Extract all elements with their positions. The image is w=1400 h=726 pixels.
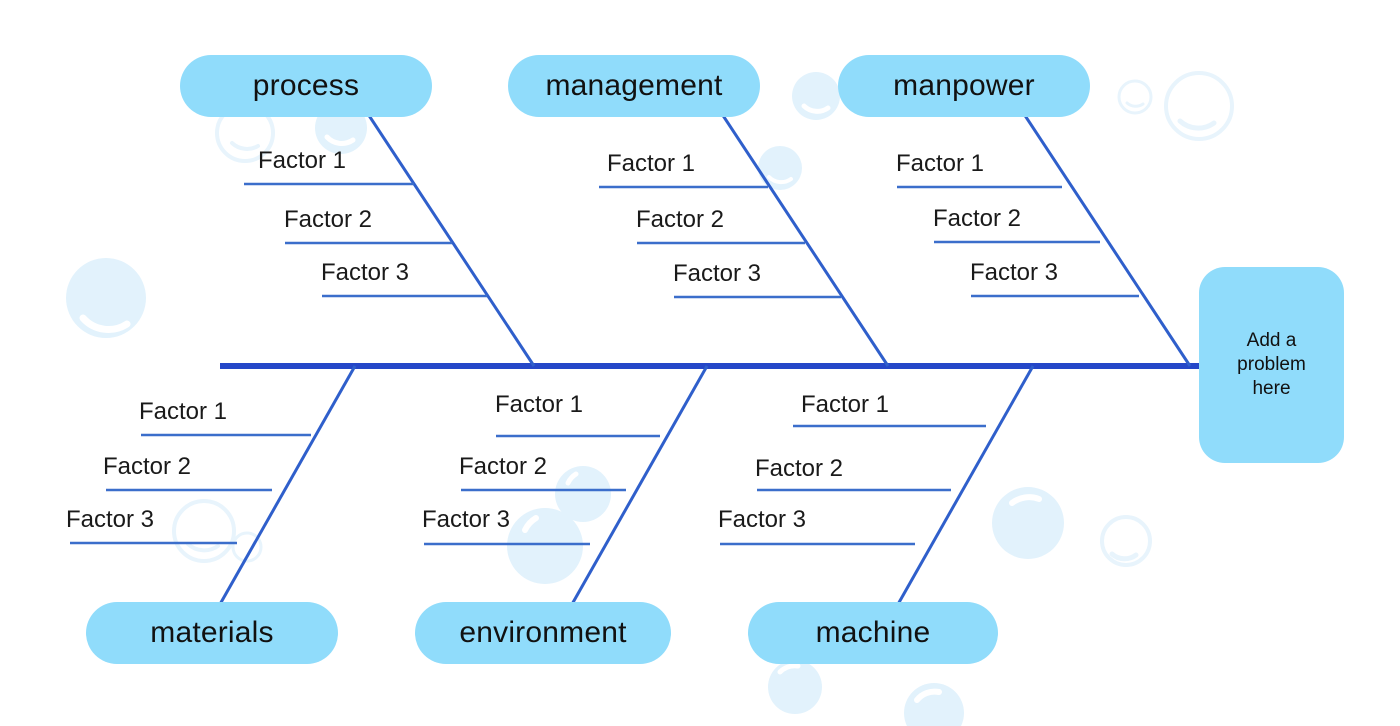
bone-line-management: [720, 113, 890, 367]
factor-label-process-1[interactable]: Factor 1: [258, 147, 347, 174]
bubble-icon: [904, 683, 964, 726]
bone-line-environment: [569, 365, 709, 607]
category-label: environment: [459, 616, 627, 649]
factor-label-environment-3[interactable]: Factor 3: [422, 506, 511, 533]
category-label: materials: [150, 616, 274, 649]
problem-text: Add a problem here: [1237, 329, 1306, 400]
problem-text-line-2: problem: [1237, 354, 1306, 376]
factor-label-machine-3[interactable]: Factor 3: [718, 506, 807, 533]
bubble-highlight-icon: [767, 175, 793, 185]
bone-line-manpower: [1022, 113, 1192, 367]
category-label: management: [545, 69, 723, 102]
bubble-highlight-icon: [230, 141, 260, 151]
factor-label-manpower-3[interactable]: Factor 3: [970, 259, 1059, 286]
bubble-icon: [507, 508, 583, 584]
bubble-highlight-icon: [324, 134, 356, 146]
factor-label-machine-2[interactable]: Factor 2: [755, 455, 844, 482]
bubble-icon: [231, 531, 263, 563]
bubble-icon: [1164, 71, 1234, 141]
bubble-highlight-icon: [1177, 118, 1217, 131]
bubble-highlight-icon: [1009, 494, 1042, 506]
factor-label-materials-1[interactable]: Factor 1: [139, 398, 228, 425]
category-pill-management[interactable]: management: [508, 55, 760, 117]
problem-text-line-1: Add a: [1246, 330, 1297, 352]
factor-label-materials-3[interactable]: Factor 3: [66, 506, 155, 533]
bubble-icon: [1117, 79, 1153, 115]
bubble-highlight-icon: [1109, 551, 1139, 562]
bubble-highlight-icon: [565, 471, 579, 486]
factor-label-process-3[interactable]: Factor 3: [321, 259, 410, 286]
bubble-highlight-icon: [522, 515, 539, 533]
factor-label-management-1[interactable]: Factor 1: [607, 150, 696, 177]
category-label: process: [252, 69, 360, 102]
factor-label-process-2[interactable]: Factor 2: [284, 206, 373, 233]
problem-box[interactable]: Add a problem here: [1199, 267, 1344, 463]
category-pill-materials[interactable]: materials: [86, 602, 338, 664]
bubble-highlight-icon: [1125, 101, 1145, 108]
bubble-icon: [1100, 515, 1152, 567]
factor-label-management-3[interactable]: Factor 3: [673, 260, 762, 287]
category-label: manpower: [893, 69, 1035, 102]
category-pill-machine[interactable]: machine: [748, 602, 998, 664]
bubble-highlight-icon: [914, 688, 942, 703]
factor-label-management-2[interactable]: Factor 2: [636, 206, 725, 233]
bone-line-materials: [217, 365, 357, 607]
category-pill-manpower[interactable]: manpower: [838, 55, 1090, 117]
factor-label-manpower-1[interactable]: Factor 1: [896, 150, 985, 177]
factor-label-environment-1[interactable]: Factor 1: [495, 391, 584, 418]
bubble-highlight-icon: [79, 314, 131, 333]
bubble-highlight-icon: [777, 663, 801, 675]
factor-label-materials-2[interactable]: Factor 2: [103, 453, 192, 480]
problem-text-line-3: here: [1252, 377, 1291, 399]
bone-line-process: [366, 113, 536, 367]
factor-label-manpower-2[interactable]: Factor 2: [933, 205, 1022, 232]
factor-label-environment-2[interactable]: Factor 2: [459, 453, 548, 480]
bubble-highlight-icon: [801, 103, 831, 114]
category-pill-environment[interactable]: environment: [415, 602, 671, 664]
bubble-highlight-icon: [186, 542, 220, 553]
bubble-icon: [172, 499, 236, 563]
bone-line-machine: [895, 365, 1035, 607]
factor-label-machine-1[interactable]: Factor 1: [801, 391, 890, 418]
category-pill-process[interactable]: process: [180, 55, 432, 117]
category-label: machine: [815, 616, 931, 649]
